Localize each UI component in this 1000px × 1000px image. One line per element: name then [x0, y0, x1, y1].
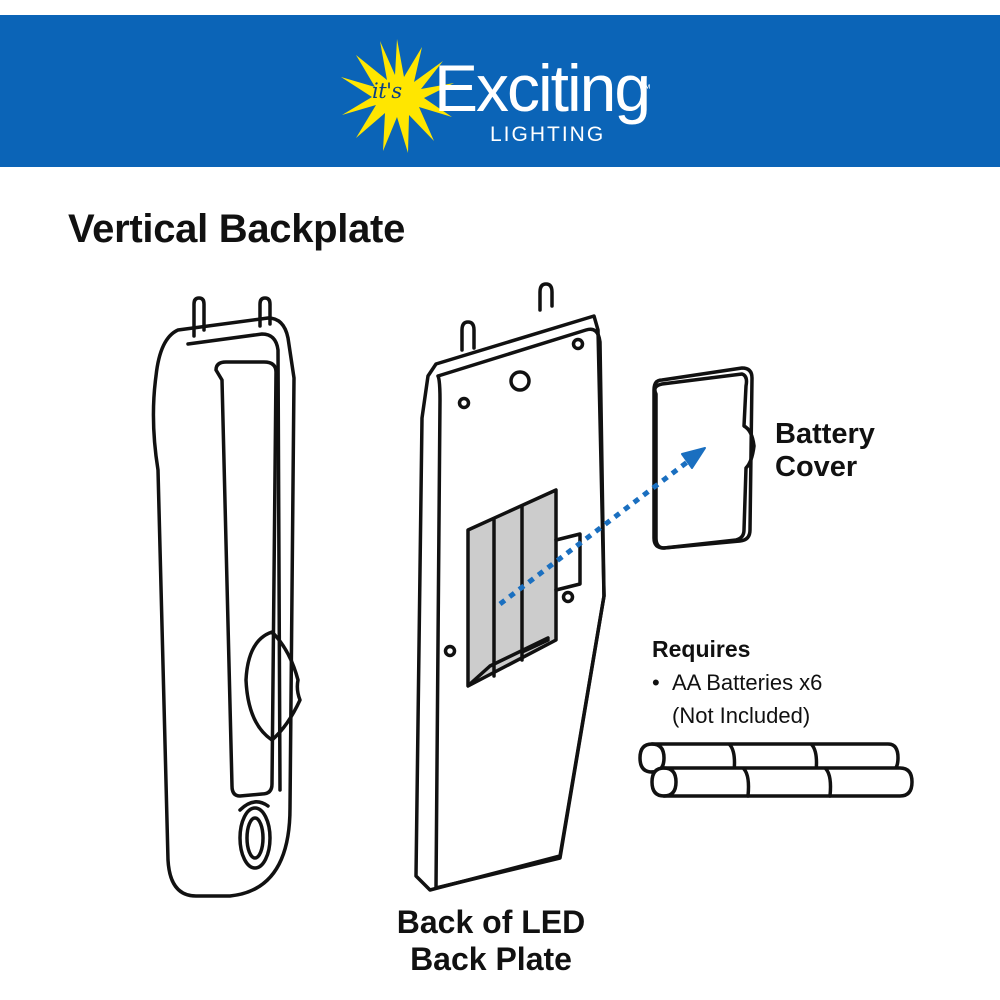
battery-bay-tab — [554, 532, 582, 592]
screw-hole-bottom-left — [443, 644, 457, 658]
requirements-item-text: AA Batteries x6 — [672, 670, 823, 695]
back-plate-pin-left — [460, 320, 476, 352]
sun-burst-icon — [341, 39, 454, 153]
battery-cover-label-line-2: Cover — [775, 451, 858, 483]
page-title: Vertical Backplate — [68, 207, 406, 251]
back-plate-label-line-1: Back of LED — [396, 904, 586, 940]
switch-outer — [238, 806, 272, 870]
battery-cover — [652, 366, 756, 550]
mounting-pin-left — [192, 296, 206, 338]
screw-hole-top-left — [457, 396, 471, 410]
aa-battery-icon — [650, 766, 914, 798]
switch-arc — [238, 800, 270, 812]
screw-hole-top-right — [571, 337, 585, 351]
light-face-panel — [214, 360, 278, 798]
aa-batteries — [638, 742, 914, 798]
brand-name: Exciting — [434, 51, 651, 125]
screw-hole-large — [509, 370, 531, 392]
bullet: • — [652, 670, 660, 695]
switch-inner — [245, 816, 265, 860]
screw-hole-mid-right — [561, 590, 575, 604]
brand-its: it's — [372, 79, 402, 103]
battery-cover-front — [653, 372, 756, 550]
battery-bay — [466, 488, 558, 688]
header-banner: it's Exciting ™ LIGHTING — [0, 15, 1000, 167]
battery-cover-label-line-1: Battery — [775, 418, 875, 450]
requirements-item: • AA Batteries x6 — [652, 670, 822, 696]
light-body-outer — [151, 316, 296, 898]
brand-logo: it's Exciting ™ LIGHTING — [338, 37, 668, 167]
back-plate-label-line-2: Back Plate — [410, 941, 572, 977]
back-plate-pin-right — [538, 282, 554, 312]
light-side-view — [151, 296, 302, 898]
requirements-heading: Requires — [652, 636, 751, 662]
brand-sub: LIGHTING — [490, 123, 606, 146]
back-plate-label: Back of LED Back Plate — [356, 904, 626, 978]
motion-sensor-dome — [244, 630, 302, 742]
mounting-pin-right — [258, 296, 272, 328]
battery-bay-floor — [468, 636, 550, 686]
light-body-inner — [186, 332, 282, 792]
battery-cover-back — [652, 366, 754, 550]
requirements-note: (Not Included) — [672, 703, 811, 728]
back-plate-face — [434, 327, 606, 890]
dotted-arrow-icon — [498, 447, 706, 606]
brand-trademark: ™ — [640, 83, 651, 95]
back-plate — [414, 282, 606, 892]
battery-cover-label: Battery Cover — [775, 418, 875, 484]
